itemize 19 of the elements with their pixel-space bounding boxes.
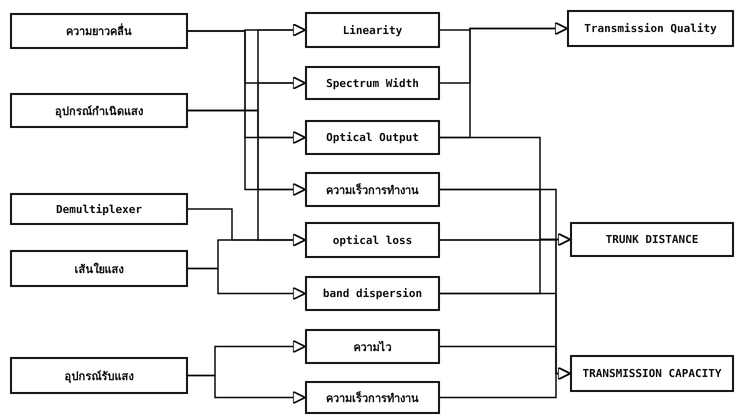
process-box: Transmission Quality (567, 10, 734, 47)
process-box: TRANSMISSION CAPACITY (570, 355, 734, 392)
process-box: Spectrum Width (305, 66, 440, 100)
process-box: อุปกรณ์กำเนิดแสง (10, 93, 188, 128)
arrow (188, 268, 306, 300)
process-box: ความยาวคลื่น (10, 13, 188, 49)
process-box: Optical Output (305, 120, 440, 155)
process-box: optical loss (305, 222, 440, 258)
process-box: band dispersion (305, 276, 440, 311)
process-box: Demultiplexer (10, 193, 188, 225)
process-box: ความเร็วการทำงาน (305, 172, 440, 207)
process-box: TRUNK DISTANCE (570, 222, 734, 257)
process-box: เส้นใยแสง (10, 250, 188, 287)
process-box: Linearity (305, 12, 440, 48)
process-box: ความไว (305, 329, 440, 364)
process-box: อุปกรณ์รับแสง (10, 357, 188, 394)
process-box: ความเร็วการทำงาน (305, 381, 440, 414)
arrow (440, 366, 571, 398)
arrow (188, 374, 306, 404)
